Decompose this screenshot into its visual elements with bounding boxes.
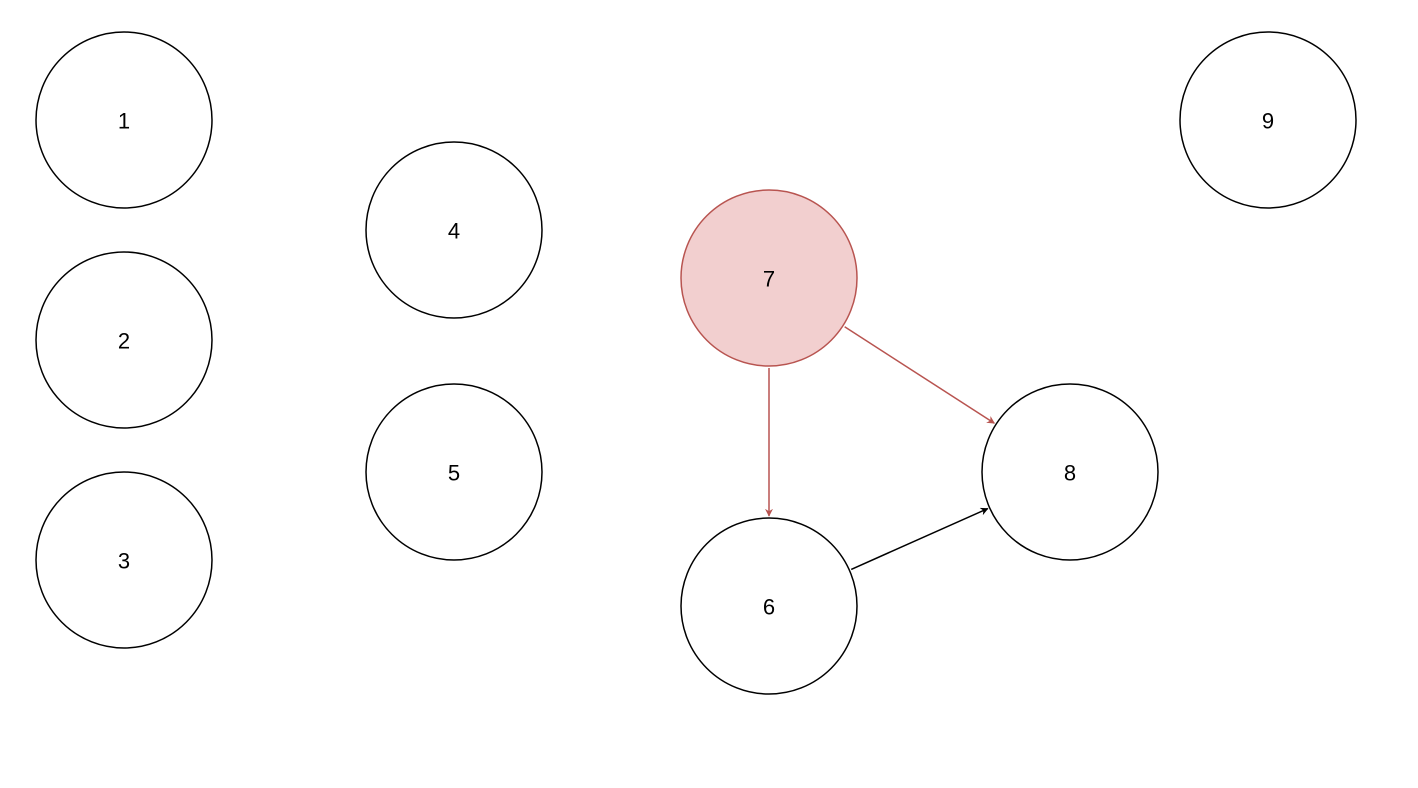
node-6[interactable]: 6 <box>680 517 858 695</box>
node-label: 5 <box>448 461 460 486</box>
node-circle[interactable] <box>35 251 213 429</box>
node-circle[interactable] <box>365 141 543 319</box>
node-label: 2 <box>118 329 130 354</box>
node-circle[interactable] <box>981 383 1159 561</box>
node-8[interactable]: 8 <box>981 383 1159 561</box>
node-circle[interactable] <box>35 31 213 209</box>
node-circle[interactable] <box>365 383 543 561</box>
node-label: 8 <box>1064 461 1076 486</box>
node-2[interactable]: 2 <box>35 251 213 429</box>
node-label: 1 <box>118 109 130 134</box>
node-circle[interactable] <box>35 471 213 649</box>
nodes-layer: 1 2 3 4 5 6 7 8 9 <box>35 31 1357 695</box>
node-label: 7 <box>763 267 775 292</box>
node-7[interactable]: 7 <box>680 189 858 367</box>
node-circle[interactable] <box>680 189 858 367</box>
node-label: 4 <box>448 219 460 244</box>
node-9[interactable]: 9 <box>1179 31 1357 209</box>
node-label: 3 <box>118 549 130 574</box>
node-label: 9 <box>1262 109 1274 134</box>
node-label: 6 <box>763 595 775 620</box>
node-circle[interactable] <box>1179 31 1357 209</box>
node-3[interactable]: 3 <box>35 471 213 649</box>
node-4[interactable]: 4 <box>365 141 543 319</box>
node-circle[interactable] <box>680 517 858 695</box>
edge-6-to-8[interactable] <box>850 507 989 571</box>
node-1[interactable]: 1 <box>35 31 213 209</box>
edge-7-to-8[interactable] <box>844 326 996 424</box>
node-5[interactable]: 5 <box>365 383 543 561</box>
edges-layer <box>765 326 996 571</box>
